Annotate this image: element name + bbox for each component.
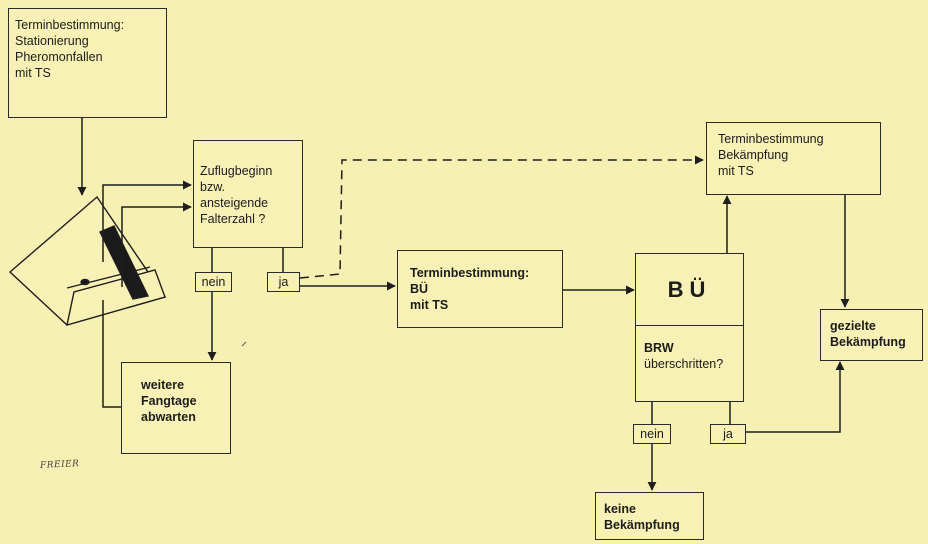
box-wait-line-2: Fangtage (141, 393, 224, 409)
box-targeted: gezielte Bekämpfung (820, 309, 923, 361)
box-bue-term-line-2: BÜ (410, 281, 556, 297)
box-control-term-line-2: Bekämpfung (718, 147, 874, 163)
author-signature: FREIER (40, 459, 80, 471)
box-question: Zuflugbeginn bzw. ansteigende Falterzahl… (193, 140, 303, 248)
box-control-term-line-1: Terminbestimmung (718, 131, 874, 147)
box-start-line-4: mit TS (15, 65, 160, 81)
label-ja-1: ja (267, 272, 300, 292)
box-targeted-line-2: Bekämpfung (830, 334, 916, 350)
box-bue-label: BÜ (668, 282, 712, 298)
box-bue-term-line-3: mit TS (410, 297, 556, 313)
pheromone-trap-icon (10, 197, 165, 325)
box-start: Terminbestimmung: Stationierung Pheromon… (8, 8, 167, 118)
box-no-control: keine Bekämpfung (595, 492, 704, 540)
box-no-control-line-1: keine (604, 501, 697, 517)
box-brw-line-2: überschritten? (644, 356, 737, 372)
box-start-line-3: Pheromonfallen (15, 49, 160, 65)
box-control-term: Terminbestimmung Bekämpfung mit TS (706, 122, 881, 195)
box-wait-line-1: weitere (141, 377, 224, 393)
box-question-line-3: ansteigende (200, 195, 296, 211)
box-no-control-line-2: Bekämpfung (604, 517, 697, 533)
line-wait-loop (103, 300, 121, 407)
box-wait: weitere Fangtage abwarten (121, 362, 231, 454)
label-nein-1: nein (195, 272, 232, 292)
box-start-line-1: Terminbestimmung: (15, 17, 160, 33)
box-question-line-2: bzw. (200, 179, 296, 195)
box-bue-term-line-1: Terminbestimmung: (410, 265, 556, 281)
box-start-line-2: Stationierung (15, 33, 160, 49)
box-bue-term: Terminbestimmung: BÜ mit TS (397, 250, 563, 328)
label-ja-2: ja (710, 424, 746, 444)
box-question-line-1: Zuflugbeginn (200, 163, 296, 179)
box-brw-line-1: BRW (644, 340, 737, 356)
arrow-ja-to-targeted (746, 362, 840, 432)
box-question-line-4: Falterzahl ? (200, 211, 296, 227)
box-control-term-line-3: mit TS (718, 163, 874, 179)
box-bue: BÜ (635, 253, 744, 327)
label-nein-2: nein (633, 424, 671, 444)
box-brw: BRW überschritten? (635, 325, 744, 402)
box-wait-line-3: abwarten (141, 409, 224, 425)
box-targeted-line-1: gezielte (830, 318, 916, 334)
